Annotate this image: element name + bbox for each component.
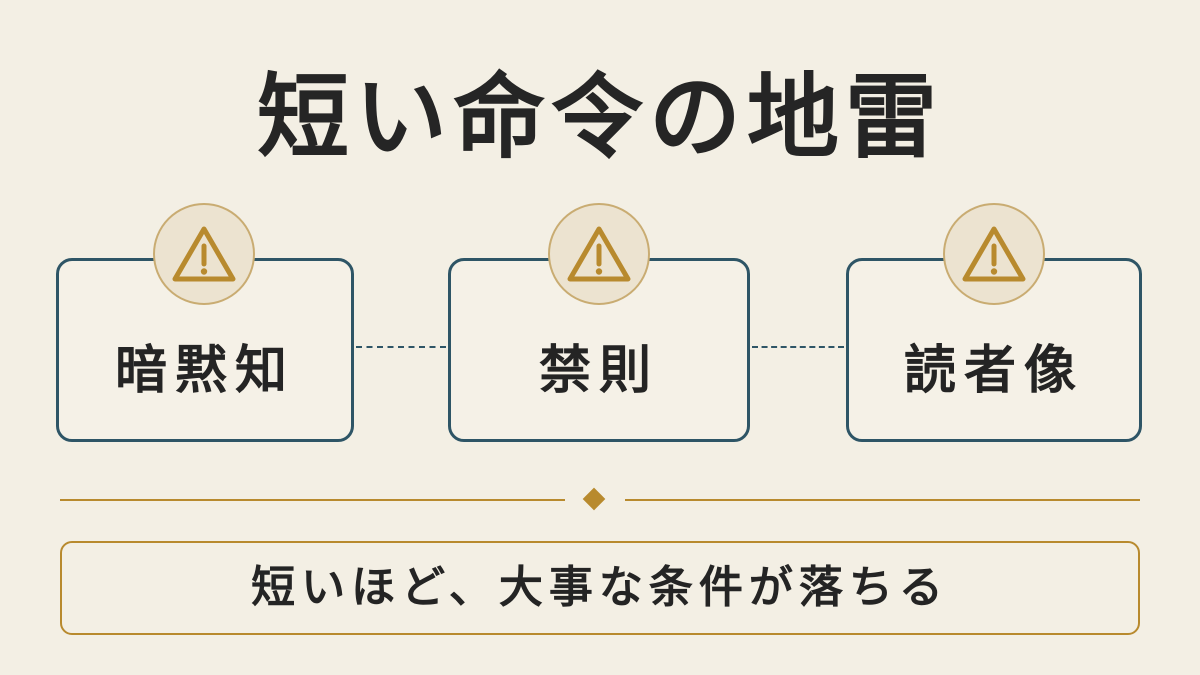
divider-line-left <box>60 499 565 501</box>
warning-triangle-icon <box>172 226 236 282</box>
warning-badge-1 <box>153 203 255 305</box>
card-label: 読者像 <box>903 341 1084 401</box>
warning-badge-3 <box>943 203 1045 305</box>
warning-triangle-icon <box>962 226 1026 282</box>
slide-title: 短い命令の地雷 <box>256 64 943 171</box>
card-label: 暗黙知 <box>114 341 295 401</box>
divider-line-right <box>625 499 1140 501</box>
warning-triangle-icon <box>567 226 631 282</box>
warning-badge-2 <box>548 203 650 305</box>
caption-text: 短いほど、大事な条件が落ちる <box>251 562 949 613</box>
dashed-connector-2 <box>752 346 844 348</box>
divider-diamond-icon <box>582 487 606 511</box>
card-label: 禁則 <box>538 341 659 401</box>
caption-box: 短いほど、大事な条件が落ちる <box>60 541 1140 635</box>
dashed-connector-1 <box>356 346 446 348</box>
card-reader-persona: 読者像 <box>846 258 1142 442</box>
